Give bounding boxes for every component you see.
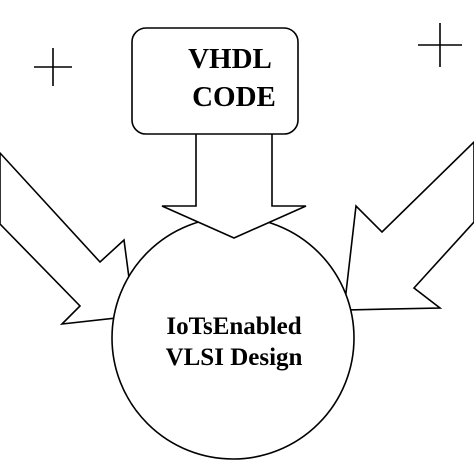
circle-label-line2: VLSI Design bbox=[166, 344, 303, 371]
code-label: CODE bbox=[192, 81, 276, 113]
plus-mark-left bbox=[34, 48, 72, 86]
left-arrow bbox=[0, 151, 135, 326]
down-arrow bbox=[161, 132, 307, 239]
plus-mark-right bbox=[418, 23, 462, 67]
circle-label-line1: IoTsEnabled bbox=[166, 313, 301, 340]
vhdl-code-box bbox=[131, 27, 299, 135]
right-arrow bbox=[343, 140, 474, 311]
vhdl-label: VHDL bbox=[188, 43, 272, 75]
